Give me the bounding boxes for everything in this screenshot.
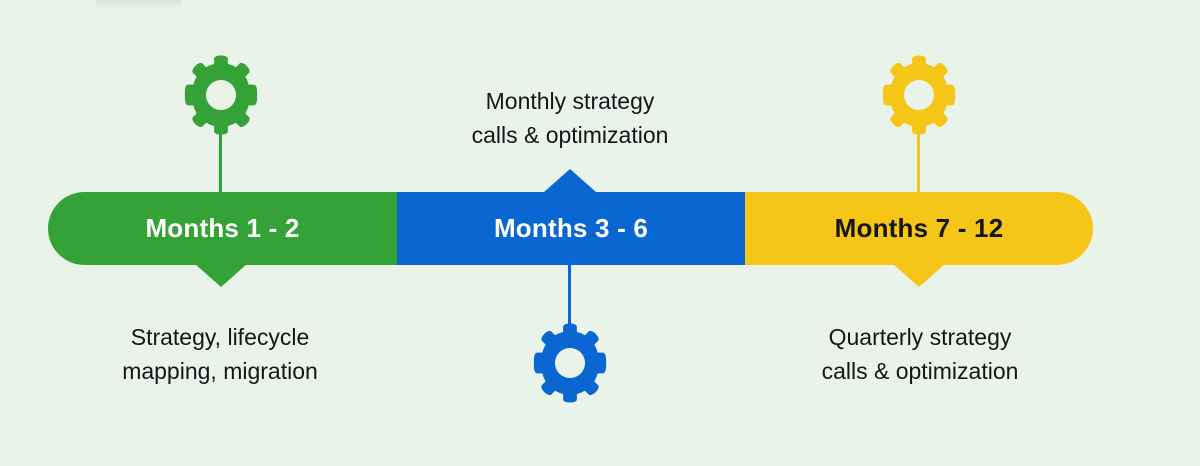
top-edge-artifact	[96, 0, 182, 11]
caption-phase-3: Quarterly strategy calls & optimization	[821, 324, 1019, 385]
segment-label-phase-3: Months 7 - 12	[834, 213, 1004, 243]
timeline-segment-phase-3[interactable]: Months 7 - 12	[745, 192, 1093, 265]
timeline-segment-phase-2[interactable]: Months 3 - 6	[397, 192, 745, 265]
caption-phase-1: Strategy, lifecycle mapping, migration	[122, 324, 318, 385]
gear-icon-phase-2	[527, 320, 613, 406]
connector-stem-phase-2	[568, 265, 571, 333]
gear-icon-phase-3	[876, 52, 962, 138]
timeline-bar: Months 1 - 2 Months 3 - 6 Months 7 - 12	[48, 192, 1093, 265]
segment-label-phase-1: Months 1 - 2	[145, 213, 300, 243]
segment-label-phase-2: Months 3 - 6	[493, 213, 649, 243]
pointer-arrow-phase-1	[195, 264, 247, 287]
gear-icon-phase-1	[178, 52, 264, 138]
timeline-segment-phase-1[interactable]: Months 1 - 2	[48, 192, 397, 265]
pointer-arrow-phase-2	[544, 169, 596, 192]
pointer-arrow-phase-3	[893, 264, 945, 287]
connector-stem-phase-1	[219, 128, 222, 192]
caption-phase-2: Monthly strategy calls & optimization	[471, 88, 669, 149]
connector-stem-phase-3	[917, 128, 920, 192]
